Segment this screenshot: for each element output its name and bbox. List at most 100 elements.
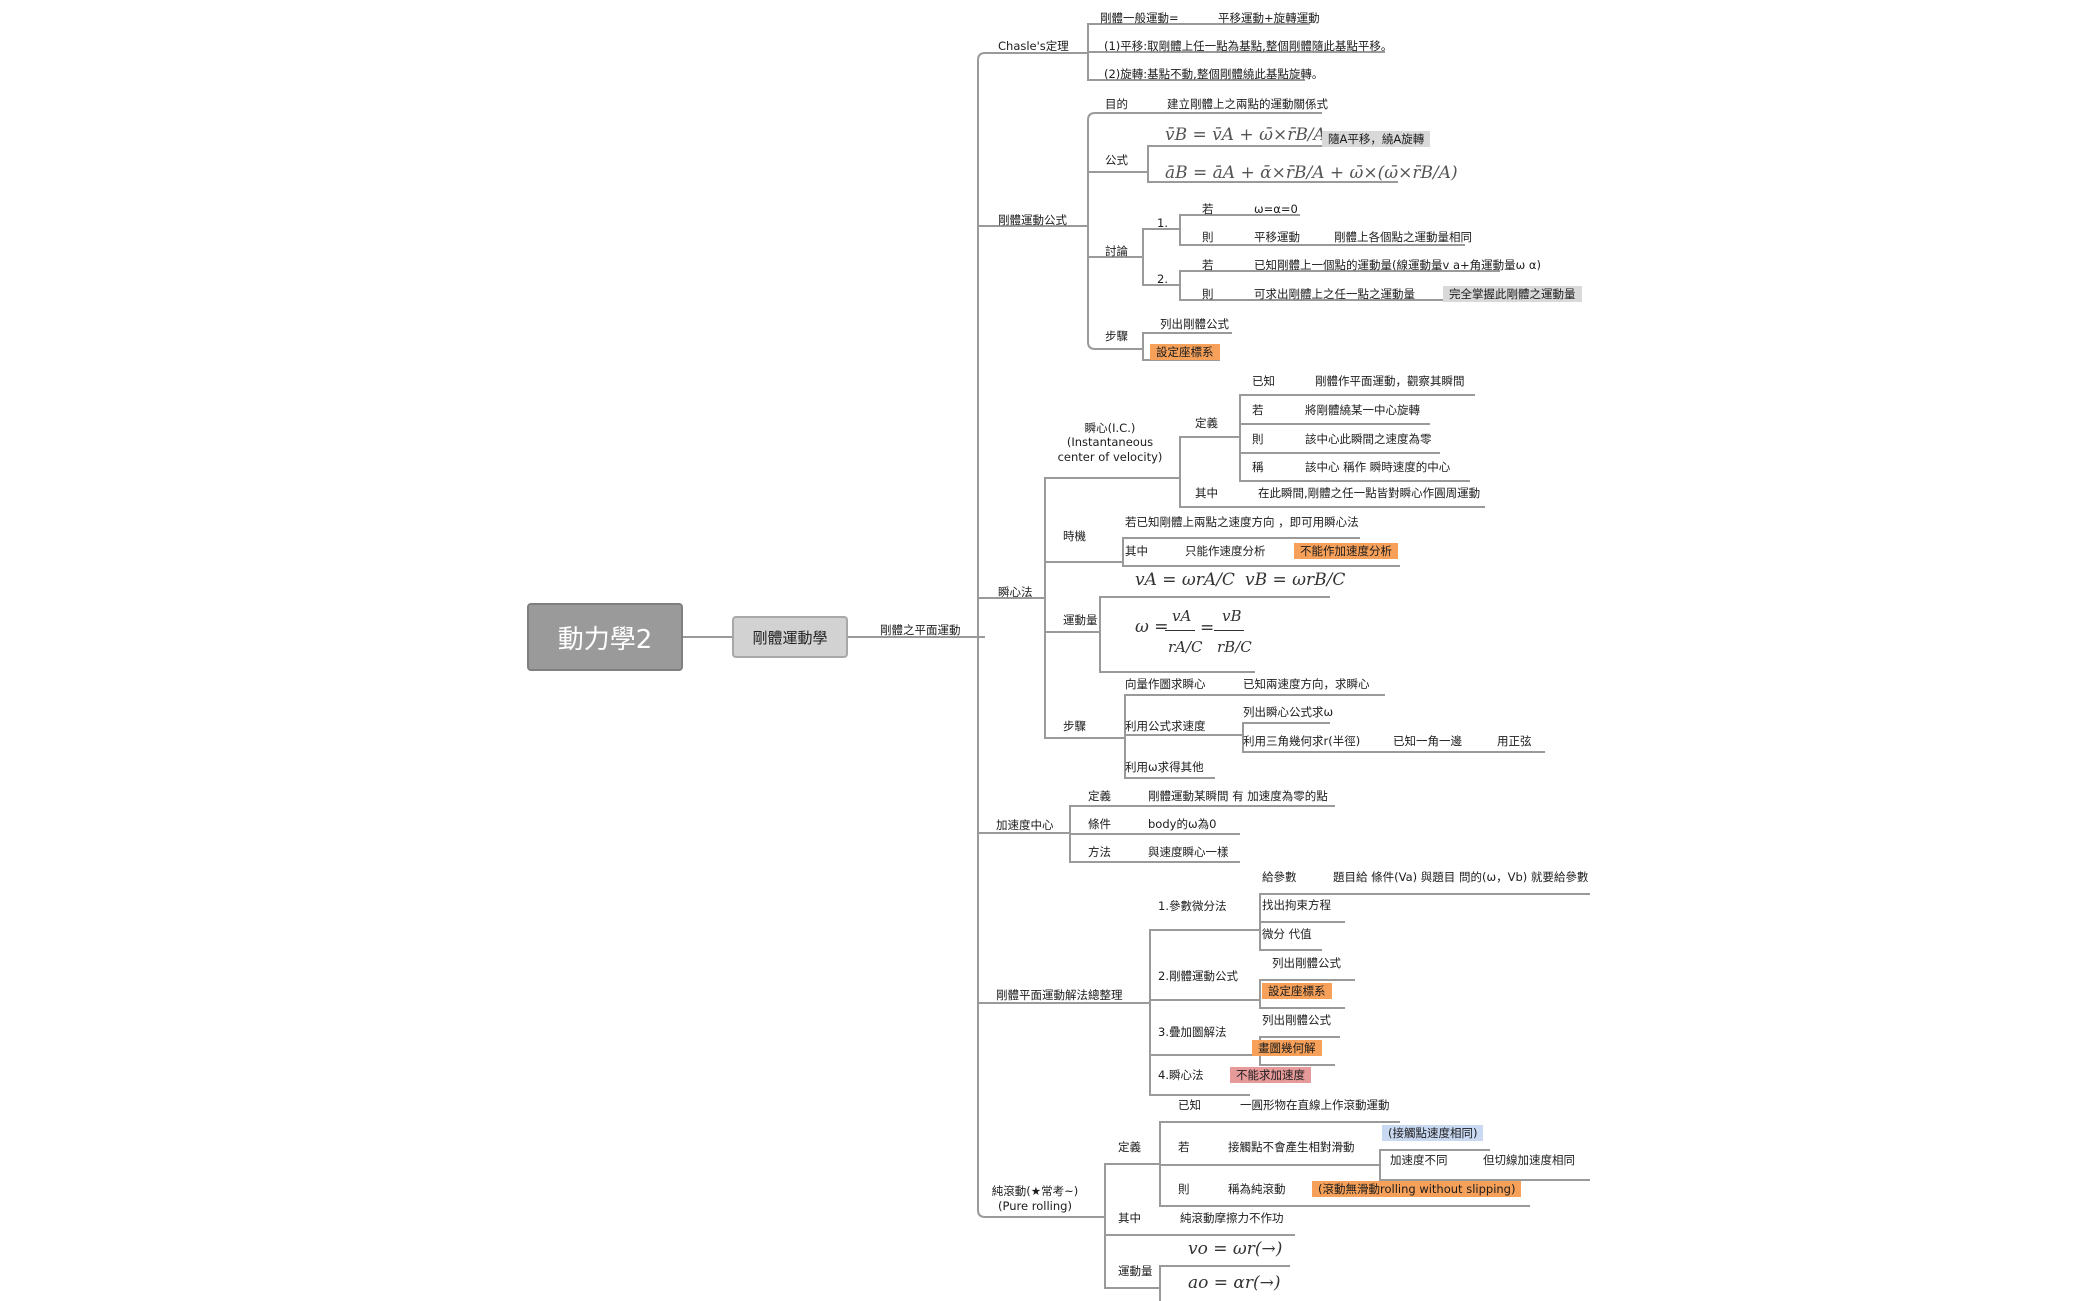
ic-eq-den2: rB/C [1217, 638, 1252, 656]
rolling-among-label: 其中 [1118, 1211, 1141, 1225]
rolling-v2-a: (接觸點速度相同) [1382, 1125, 1484, 1141]
topic-pure-rolling-1[interactable]: 純滾動(★常考~) [991, 1184, 1079, 1198]
ic-eq-va: vA = ωrA/C [1135, 570, 1235, 590]
ic-node-line2: (Instantaneous [1066, 435, 1154, 449]
ic-among-label: 其中 [1195, 486, 1218, 500]
topic-acc-center[interactable]: 加速度中心 [996, 818, 1054, 832]
acc-v3: 與速度瞬心一樣 [1148, 845, 1229, 859]
ic-timing-highlight: 不能作加速度分析 [1294, 543, 1398, 559]
ic-step1-value: 已知兩速度方向，求瞬心 [1243, 677, 1370, 691]
method-3: 3.疊加圖解法 [1158, 1025, 1227, 1039]
ic-steps-label: 步驟 [1063, 719, 1086, 733]
formula-steps-label: 步驟 [1105, 329, 1128, 343]
ic-def-v1: 剛體作平面運動，觀察其瞬間 [1315, 374, 1465, 388]
ic-step3: 利用ω求得其他 [1125, 760, 1204, 774]
d1-then: 則 [1202, 230, 1214, 244]
ic-step2-c: 已知一角一邊 [1393, 734, 1462, 748]
rolling-v3: 稱為純滾動 [1228, 1182, 1286, 1196]
d2-if-value: 已知剛體上一個點的運動量(線運動量v a+角運動量ω α) [1254, 258, 1541, 272]
ic-def-k3: 則 [1252, 432, 1264, 446]
ic-def-v2: 將剛體繞某一中心旋轉 [1305, 403, 1420, 417]
rolling-v1: 一圓形物在直線上作滾動運動 [1240, 1098, 1390, 1112]
formula-step1: 列出剛體公式 [1160, 317, 1229, 331]
method-1a-value: 題目給 條件(Va) 與題目 問的(ω，Vb) 就要給參數 [1333, 870, 1589, 884]
formula-step2: 設定座標系 [1150, 344, 1220, 360]
fraction-bar-2 [1214, 630, 1244, 631]
ic-eq-vb: vB = ωrB/C [1245, 570, 1346, 590]
rolling-among: 純滾動摩擦力不作功 [1180, 1211, 1284, 1225]
d2-if: 若 [1202, 258, 1214, 272]
rolling-v2: 接觸點不會產生相對滑動 [1228, 1140, 1355, 1154]
formula-label: 公式 [1105, 153, 1128, 167]
ic-def-k4: 稱 [1252, 460, 1264, 474]
ic-kinematics-label: 運動量 [1063, 613, 1098, 627]
ic-timing-label: 時機 [1063, 529, 1086, 543]
ic-timing-among: 其中 [1125, 544, 1148, 558]
discussion-2: 2. [1157, 272, 1168, 286]
fraction-bar-1 [1165, 630, 1195, 631]
discussion-1: 1. [1157, 216, 1168, 230]
ic-eq-num1: vA [1172, 607, 1192, 625]
ic-eq-equals: = [1200, 618, 1215, 638]
formula-purpose-label: 目的 [1105, 97, 1128, 111]
ic-definition-label: 定義 [1195, 416, 1218, 430]
d2-then-a: 可求出剛體上之任一點之運動量 [1254, 287, 1415, 301]
rolling-k1: 已知 [1178, 1098, 1201, 1112]
rolling-eq-v: vo = ωr(→) [1188, 1239, 1283, 1259]
rolling-v2-c: 但切線加速度相同 [1483, 1153, 1575, 1167]
topic-chasles[interactable]: Chasle's定理 [998, 39, 1069, 53]
formula-velocity: v̄B = v̄A + ω̄×r̄B/A [1165, 125, 1326, 145]
ic-among: 在此瞬間,剛體之任一點皆對瞬心作圓周運動 [1258, 486, 1481, 500]
d2-then: 則 [1202, 287, 1214, 301]
ic-timing: 若已知剛體上兩點之速度方向 ，即可用瞬心法 [1125, 515, 1359, 529]
main-topic[interactable]: 剛體運動學 [732, 616, 848, 658]
d2-then-b: 完全掌握此剛體之運動量 [1443, 286, 1582, 302]
acc-k3: 方法 [1088, 845, 1111, 859]
topic-rigid-formula[interactable]: 剛體運動公式 [998, 213, 1067, 227]
formula-acceleration: āB = āA + ᾱ×r̄B/A + ω̄×(ω̄×r̄B/A) [1165, 163, 1458, 183]
topic-solution-methods[interactable]: 剛體平面運動解法總整理 [996, 988, 1123, 1002]
rolling-eq-a: ao = αr(→) [1188, 1273, 1281, 1293]
root-topic[interactable]: 動力學2 [527, 603, 683, 671]
ic-def-v4: 該中心 稱作 瞬時速度的中心 [1305, 460, 1451, 474]
rolling-definition-label: 定義 [1118, 1140, 1141, 1154]
ic-node-line3: center of velocity) [1057, 450, 1163, 464]
chasles-row1-b: 平移運動+旋轉運動 [1218, 11, 1320, 25]
d1-if: 若 [1202, 202, 1214, 216]
method-1c: 微分 代值 [1262, 927, 1312, 941]
formula-velocity-note: 隨A平移，繞A旋轉 [1322, 131, 1431, 147]
rolling-k2: 若 [1178, 1140, 1190, 1154]
chasles-row3: (2)旋轉:基點不動,整個剛體繞此基點旋轉。 [1104, 67, 1324, 81]
rolling-kinematics-label: 運動量 [1118, 1264, 1153, 1278]
method-1: 1.參數微分法 [1158, 899, 1227, 913]
ic-def-k1: 已知 [1252, 374, 1275, 388]
topic-plane-motion[interactable]: 剛體之平面運動 [880, 623, 961, 637]
ic-eq-num2: vB [1222, 607, 1242, 625]
rolling-v3-highlight: (滾動無滑動rolling without slipping) [1312, 1181, 1522, 1197]
formula-purpose: 建立剛體上之兩點的運動關係式 [1167, 97, 1328, 111]
ic-timing-among-value: 只能作速度分析 [1185, 544, 1266, 558]
rolling-k3: 則 [1178, 1182, 1190, 1196]
d1-then-b: 剛體上各個點之運動量相同 [1334, 230, 1472, 244]
formula-discussion-label: 討論 [1105, 244, 1128, 258]
ic-step1: 向量作圖求瞬心 [1125, 677, 1206, 691]
ic-def-v3: 該中心此瞬間之速度為零 [1305, 432, 1432, 446]
acc-v2: body的ω為0 [1148, 817, 1217, 831]
chasles-row2: (1)平移:取剛體上任一點為基點,整個剛體隨此基點平移。 [1104, 39, 1393, 53]
acc-k2: 條件 [1088, 817, 1111, 831]
method-2: 2.剛體運動公式 [1158, 969, 1238, 983]
ic-eq-omega: ω = [1135, 617, 1169, 637]
ic-step2: 利用公式求速度 [1125, 719, 1206, 733]
ic-node-line1: 瞬心(I.C.) [1084, 421, 1136, 435]
ic-step2-a: 列出瞬心公式求ω [1243, 705, 1334, 719]
method-4a: 不能求加速度 [1230, 1067, 1311, 1083]
topic-ic-method[interactable]: 瞬心法 [998, 585, 1033, 599]
ic-step2-d: 用正弦 [1497, 734, 1532, 748]
topic-pure-rolling-2[interactable]: (Pure rolling) [998, 1199, 1072, 1213]
method-3a: 列出剛體公式 [1262, 1013, 1331, 1027]
method-2a: 列出剛體公式 [1272, 956, 1341, 970]
d1-if-value: ω=α=0 [1254, 202, 1298, 216]
method-2b: 設定座標系 [1262, 983, 1332, 999]
